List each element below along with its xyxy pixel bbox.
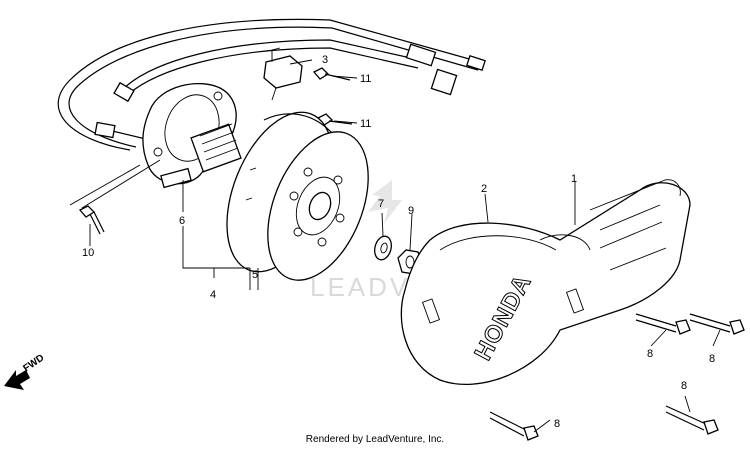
stator-mount-tab (160, 167, 192, 189)
callout-8: 8 (647, 348, 653, 360)
callout-8: 8 (681, 380, 687, 392)
leader-lines (69, 59, 721, 433)
part-8-bolt-b (689, 313, 745, 335)
callout-8: 8 (554, 418, 560, 430)
wire-connector (405, 43, 437, 67)
callout-numbers: 1 2 3 4 5 6 7 9 10 11 11 8 8 8 8 (82, 54, 715, 430)
part-5-flywheel (226, 111, 369, 281)
callout-10: 10 (82, 247, 94, 259)
callout-3: 3 (322, 54, 328, 66)
wire-connector (430, 68, 458, 96)
fwd-label: FWD (21, 352, 46, 374)
part-8-bolt-a (635, 313, 691, 335)
part-8-bolt-c (665, 405, 719, 435)
part-7-washer (374, 235, 392, 261)
stator-coil (190, 123, 242, 173)
wire-connector (113, 81, 135, 103)
callout-1: 1 (571, 173, 577, 185)
callout-9: 9 (408, 205, 414, 217)
part-3-pulse-generator (263, 47, 303, 101)
callout-11: 11 (360, 73, 371, 85)
callout-4: 4 (210, 289, 216, 301)
wire-connector (94, 121, 116, 139)
fwd-indicator: FWD (4, 352, 46, 390)
render-credit: Rendered by LeadVenture, Inc. (305, 434, 445, 445)
callout-7: 7 (378, 198, 384, 210)
wire-harness (57, 18, 486, 151)
part-6-stator (142, 82, 242, 189)
part-11-screw-upper (312, 67, 351, 81)
fwd-arrow-icon (4, 370, 30, 390)
part-1-crankcase-cover: HONDA (400, 179, 691, 385)
callout-6: 6 (179, 215, 185, 227)
part-8-bolt-d (489, 411, 539, 441)
callout-5: 5 (252, 269, 258, 281)
callout-11: 11 (360, 118, 371, 130)
part-10-bolt (78, 205, 105, 235)
wire-connector (466, 54, 486, 72)
callout-2: 2 (481, 183, 487, 195)
callout-8: 8 (709, 353, 715, 365)
